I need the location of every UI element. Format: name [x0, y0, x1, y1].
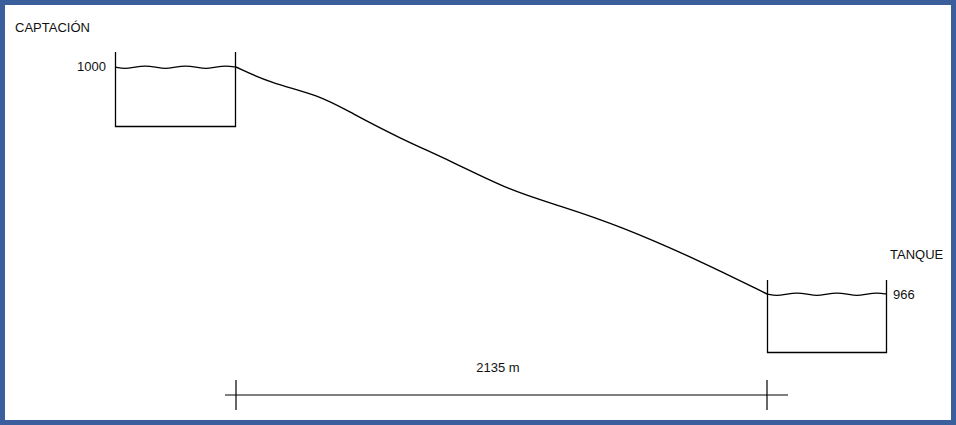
tank-outline: [767, 280, 887, 353]
tank-name: CAPTACIÓN: [15, 20, 90, 36]
tank-name: TANQUE: [890, 247, 943, 263]
tank: TANQUE966: [767, 280, 887, 353]
connector-layer: [5, 5, 951, 420]
tank-outline: [115, 52, 236, 127]
dimension-line: [5, 5, 951, 420]
dimension-label: 2135 m: [476, 360, 519, 376]
elevation-label: 966: [893, 287, 915, 303]
elevation-label: 1000: [77, 59, 106, 75]
terrain-profile: [236, 67, 767, 294]
tank: CAPTACIÓN1000: [115, 52, 236, 127]
